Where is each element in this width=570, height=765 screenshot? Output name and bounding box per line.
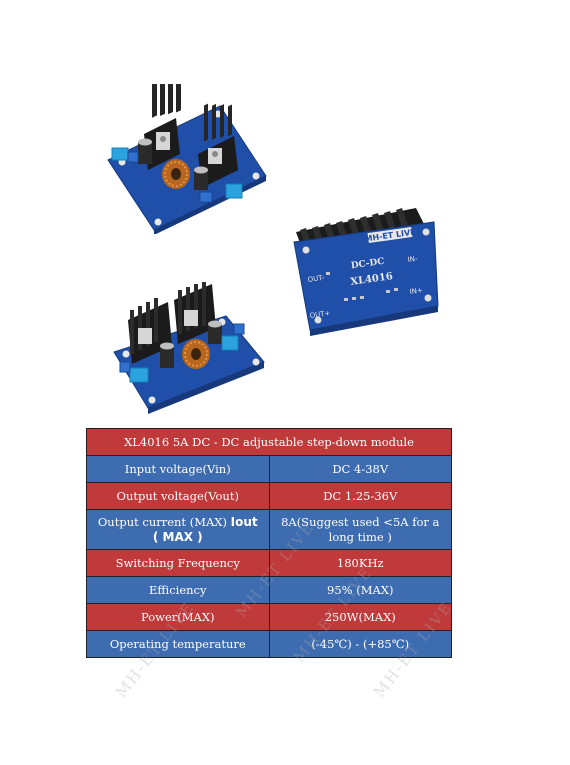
table-row: Input voltage(Vin) DC 4-38V (86, 455, 452, 483)
row-label: Output voltage(Vout) (86, 482, 270, 510)
row-label-iout: Iout (230, 514, 258, 529)
capacitor-right (194, 166, 208, 190)
row-label: Operating temperature (86, 630, 270, 658)
row-label: Switching Frequency (86, 549, 270, 577)
spec-table: XL4016 5A DC - DC adjustable step-down m… (86, 428, 452, 658)
table-row: Operating temperature (-45℃) - (+85℃) (86, 630, 452, 658)
capacitor-left (138, 138, 152, 164)
row-value: 8A(Suggest used <5A for a long time ) (268, 509, 452, 550)
row-label: Efficiency (86, 576, 270, 604)
terminal-block-in (111, 147, 129, 161)
potentiometer-2 (233, 323, 245, 335)
out-minus-label: OUT- (307, 274, 325, 284)
row-label-output-current: Output current (MAX) Iout ( MAX ) (86, 509, 270, 550)
table-title: XL4016 5A DC - DC adjustable step-down m… (86, 428, 452, 456)
row-value: 95% (MAX) (268, 576, 452, 604)
inductor-coil (182, 339, 210, 369)
row-value: (-45℃) - (+85℃) (268, 630, 452, 658)
row-value: DC 4-38V (268, 455, 452, 483)
row-value: DC 1.25-36V (268, 482, 452, 510)
potentiometer-2 (199, 191, 213, 203)
out-plus-label: OUT+ (309, 309, 331, 320)
potentiometer-1 (127, 151, 139, 163)
table-row: Output voltage(Vout) DC 1.25-36V (86, 482, 452, 510)
heatsink-right (174, 282, 216, 344)
table-row: Switching Frequency 180KHz (86, 549, 452, 577)
in-minus-label: IN- (407, 255, 418, 264)
terminal-block-out (225, 183, 243, 199)
terminal-block-out (129, 367, 149, 383)
module-photo-front (113, 282, 265, 414)
table-row: Output current (MAX) Iout ( MAX ) 8A(Sug… (86, 509, 452, 550)
row-label-max: ( MAX ) (152, 529, 203, 544)
heatsink-left (144, 84, 181, 170)
module-photo-back: MH-ET LIVE DC-DC XL4016 OUT- OUT+ IN- IN… (293, 208, 439, 336)
row-value: 180KHz (268, 549, 452, 577)
table-title-row: XL4016 5A DC - DC adjustable step-down m… (86, 428, 452, 456)
table-row: Efficiency 95% (MAX) (86, 576, 452, 604)
potentiometer-1 (119, 361, 131, 373)
row-label: Input voltage(Vin) (86, 455, 270, 483)
terminal-block-in (221, 335, 239, 351)
module-photo-angled-top (107, 84, 267, 234)
row-label: Power(MAX) (86, 603, 270, 631)
table-row: Power(MAX) 250W(MAX) (86, 603, 452, 631)
dcdc-label: DC-DC (350, 257, 385, 272)
capacitor-right (208, 320, 222, 344)
row-value: 250W(MAX) (268, 603, 452, 631)
in-plus-label: IN+ (409, 286, 423, 296)
capacitor-left (160, 342, 174, 368)
row-label-part: Output current (MAX) (97, 514, 227, 529)
inductor-coil (162, 159, 190, 189)
